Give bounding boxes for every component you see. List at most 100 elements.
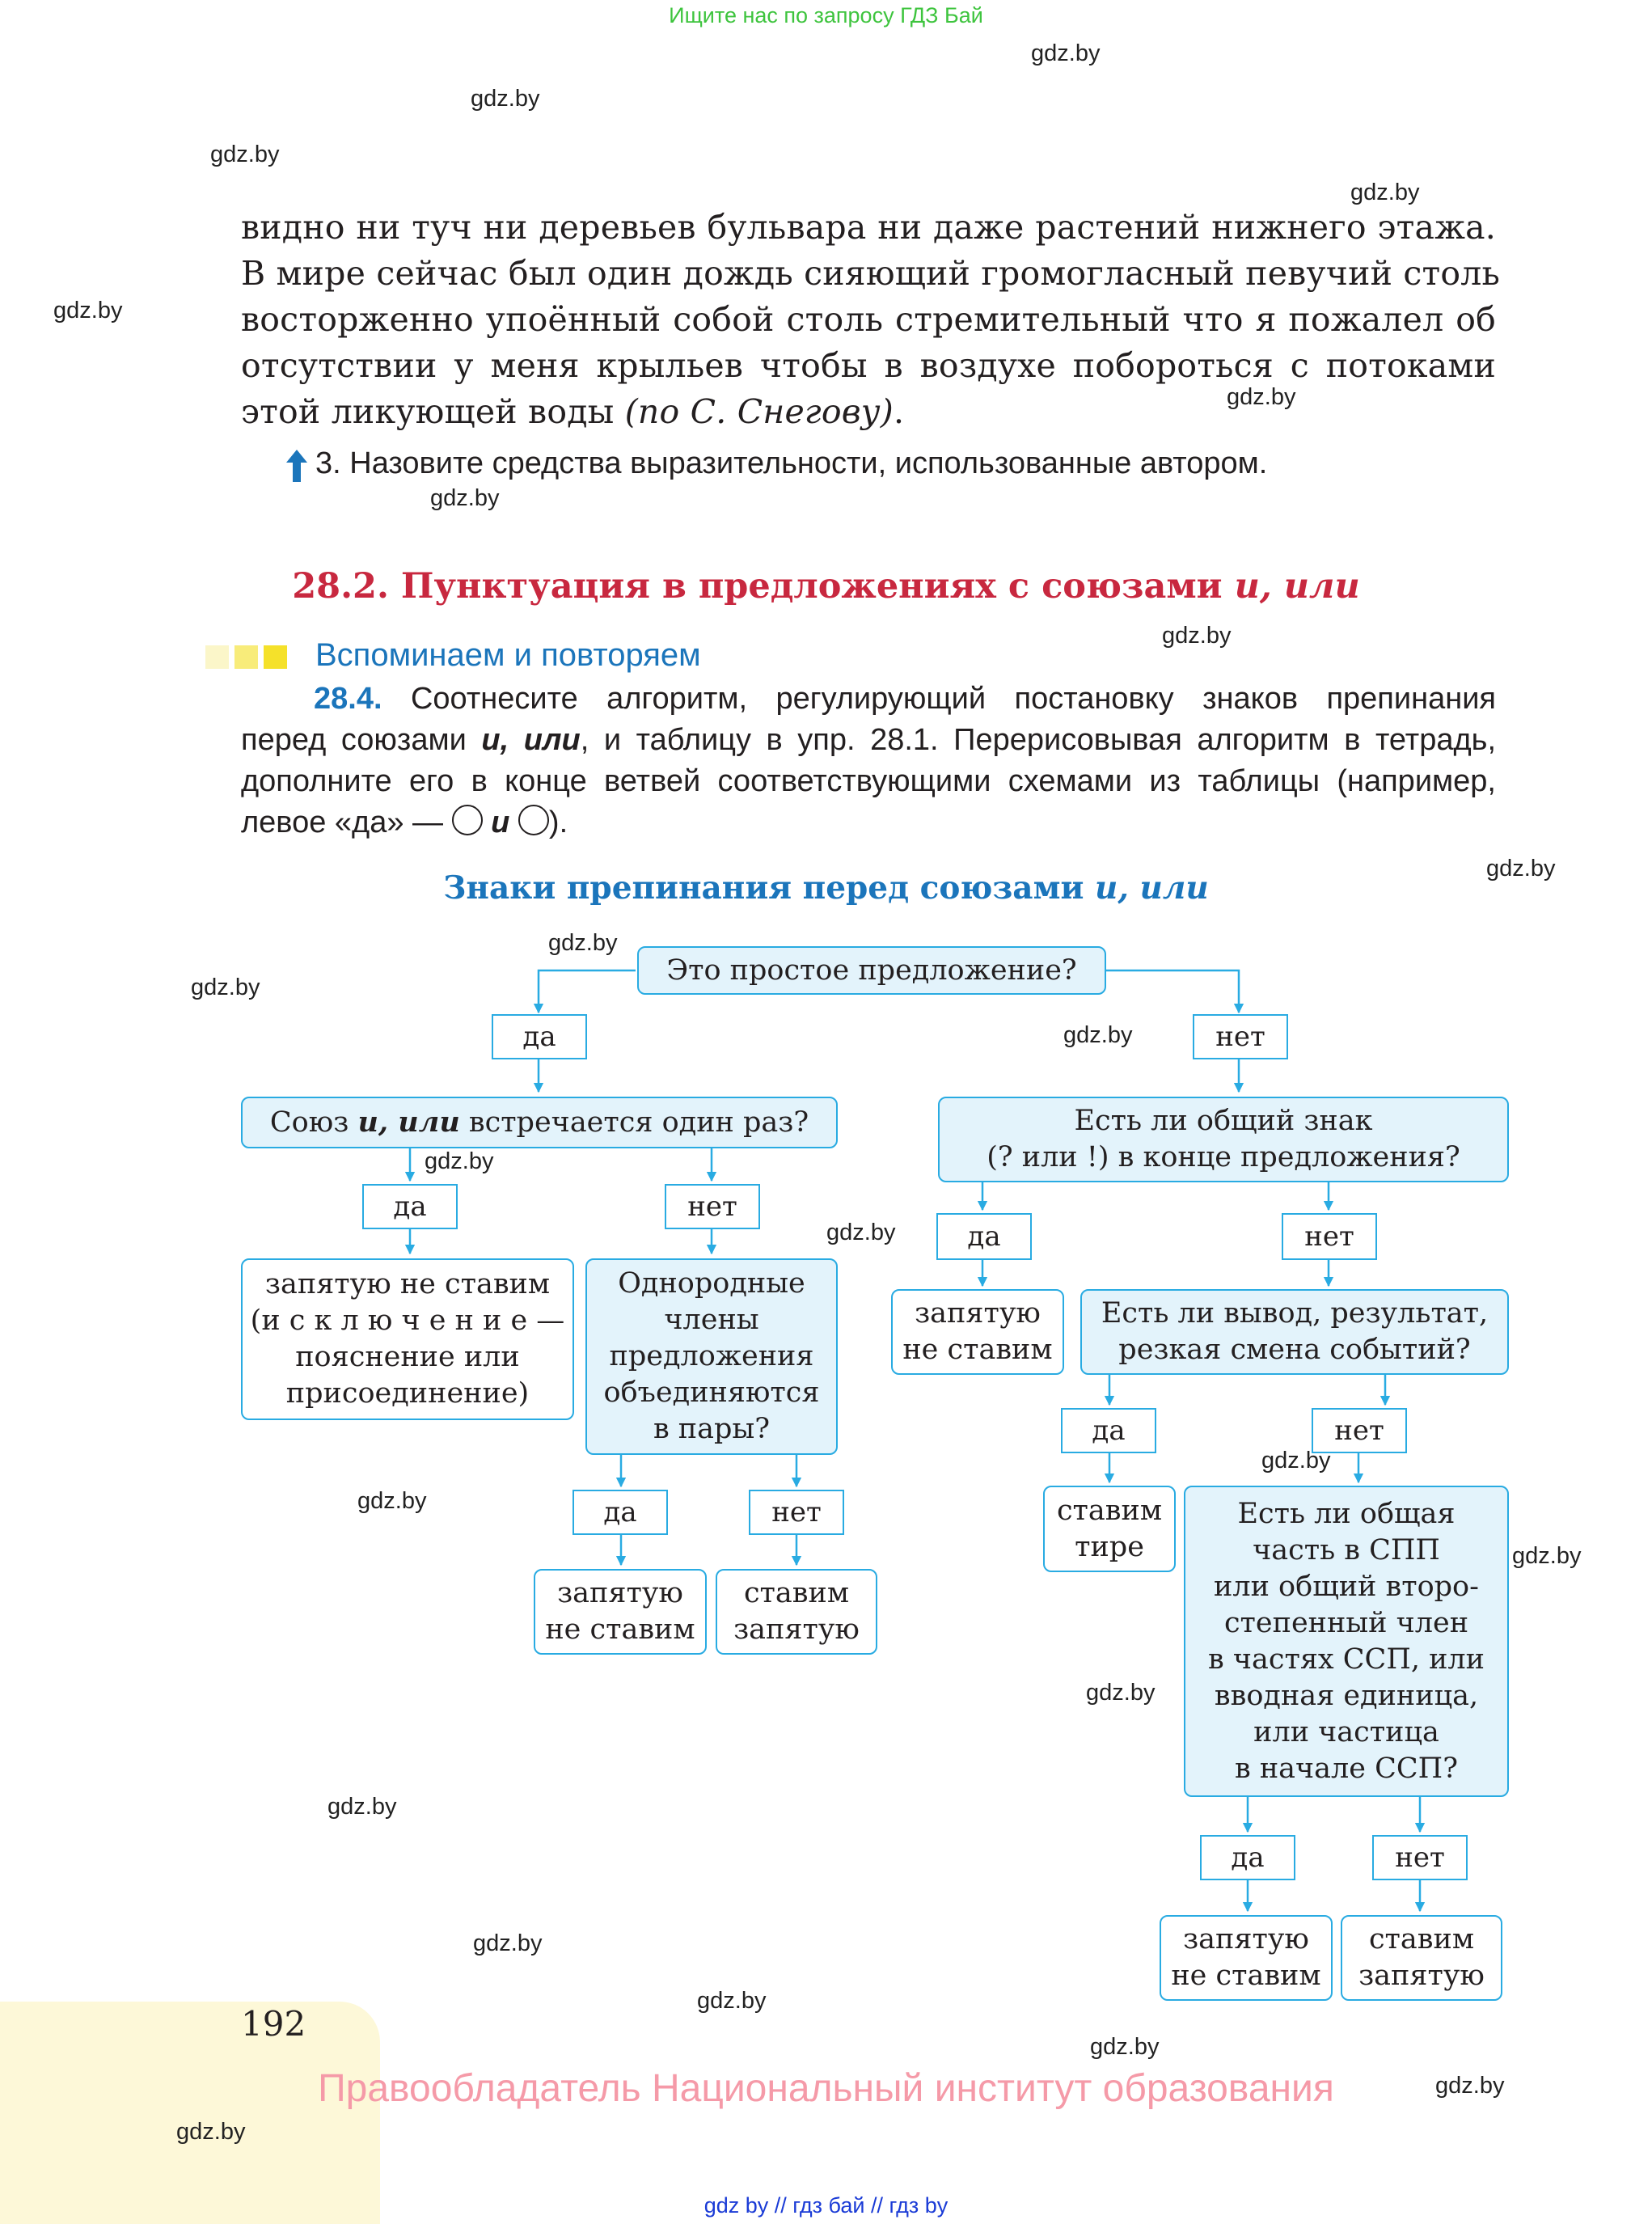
recall-squares-icon xyxy=(205,645,293,673)
no-label: нет xyxy=(1193,1014,1288,1059)
watermark: gdz.by xyxy=(1350,180,1420,205)
box-line: резкая смена событий? xyxy=(1118,1334,1471,1366)
box-line: или частица xyxy=(1253,1715,1439,1748)
conj-once-a: Союз xyxy=(269,1106,358,1139)
root-question-box: Это простое предложение? xyxy=(637,946,1106,995)
box-line: объединяются xyxy=(603,1376,820,1409)
text-source: (по С. Снегову) xyxy=(624,392,894,431)
box-line: предложения xyxy=(609,1340,814,1372)
watermark: gdz.by xyxy=(1031,40,1101,66)
watermark: gdz.by xyxy=(826,1220,896,1245)
recall-heading: Вспоминаем и повторяем xyxy=(315,637,701,673)
watermark: gdz.by xyxy=(430,485,500,511)
watermark: gdz.by xyxy=(53,298,123,323)
exercise-text: , и таблицу в упр. 28.1. Перерисовывая а… xyxy=(580,723,1497,757)
text-line: видно ни туч ни деревьев бульвара ни даж… xyxy=(241,208,1496,247)
text-end: . xyxy=(893,392,905,431)
up-arrow-icon xyxy=(286,450,307,482)
exercise-text: левое «да» — xyxy=(241,805,452,839)
box-line: тире xyxy=(1075,1530,1144,1563)
bottom-links[interactable]: gdz by // гдз бай // гдз by xyxy=(703,2193,949,2218)
box-line: (? или !) в конце предложения? xyxy=(987,1141,1460,1173)
yes-label: да xyxy=(572,1490,668,1535)
put-comma-box: ставим запятую xyxy=(1341,1915,1502,2001)
put-dash-box: ставим тире xyxy=(1043,1486,1176,1572)
watermark: gdz.by xyxy=(697,1988,767,2014)
exercise-line: левое «да» — и ). xyxy=(241,802,1496,844)
watermark: gdz.by xyxy=(425,1148,494,1174)
text-line-last: этой ликующей воды (по С. Снегову). xyxy=(241,389,1496,435)
box-line: Есть ли вывод, результат, xyxy=(1101,1297,1489,1330)
yes-label: да xyxy=(362,1184,458,1229)
diagram-title-text: Знаки препинания перед союзами xyxy=(443,869,1084,907)
yes-label: да xyxy=(492,1014,587,1059)
page-corner-decoration xyxy=(0,2002,380,2224)
watermark: gdz.by xyxy=(1512,1543,1582,1569)
conj-once-c: встречается один раз? xyxy=(459,1106,809,1139)
text-line: восторженно упоённый собой столь стремит… xyxy=(241,300,1496,339)
no-comma-box: запятую не ставим xyxy=(1160,1915,1333,2001)
circle-icon xyxy=(451,805,483,835)
text-paragraph: видно ни туч ни деревьев бульвара ни даж… xyxy=(241,205,1501,435)
exercise-number: 28.4. xyxy=(314,682,382,716)
watermark: gdz.by xyxy=(357,1488,427,1514)
yes-label: да xyxy=(1061,1408,1156,1453)
watermark: gdz.by xyxy=(1086,1680,1156,1706)
put-comma-box: ставим запятую xyxy=(716,1569,877,1655)
common-part-question-box: Есть ли общая часть в СПП или общий втор… xyxy=(1184,1486,1509,1797)
box-line: ставим xyxy=(743,1577,850,1609)
conj-once-b: и, или xyxy=(357,1106,460,1139)
exercise-line: перед союзами и, или, и таблицу в упр. 2… xyxy=(241,720,1496,761)
box-line: запятую xyxy=(1183,1923,1309,1956)
text-line: В мире сейчас был один дождь сияющий гро… xyxy=(241,254,1501,293)
watermark: gdz.by xyxy=(471,86,540,112)
box-line: пояснение или xyxy=(295,1341,520,1373)
box-line: запятую xyxy=(557,1577,683,1609)
section-title-italic: и, или xyxy=(1234,566,1360,607)
watermark: gdz.by xyxy=(473,1930,543,1956)
rights-holder: Правообладатель Национальный институт об… xyxy=(318,2067,1334,2110)
text-line: отсутствии у меня крыльев чтобы в воздух… xyxy=(241,346,1496,385)
watermark: gdz.by xyxy=(327,1794,397,1820)
box-line: в частях ССП, или xyxy=(1208,1643,1485,1676)
box-line: (и с к л ю ч е н и е — xyxy=(250,1304,565,1337)
watermark: gdz.by xyxy=(210,142,280,167)
exercise-text: ). xyxy=(548,805,568,839)
box-line: вводная единица, xyxy=(1214,1679,1479,1712)
conj-once-question-box: Союз и, или встречается один раз? xyxy=(241,1097,838,1148)
watermark: gdz.by xyxy=(1090,2034,1160,2060)
box-line: запятую xyxy=(1358,1960,1485,1992)
box-line: члены xyxy=(664,1304,759,1336)
no-comma-box: запятую не ставим xyxy=(534,1569,707,1655)
watermark: gdz.by xyxy=(1162,623,1232,649)
exercise-28-4: 28.4. Соотнесите алгоритм, регулирующий … xyxy=(241,679,1496,844)
box-line: или общий второ- xyxy=(1214,1570,1479,1603)
diagram-title: Знаки препинания перед союзами и, или xyxy=(0,869,1652,907)
no-label: нет xyxy=(1282,1213,1377,1260)
watermark: gdz.by xyxy=(548,930,618,956)
exercise-conj: и, или xyxy=(481,723,581,757)
no-comma-exception-box: запятую не ставим (и с к л ю ч е н и е —… xyxy=(241,1258,574,1420)
box-line: не ставим xyxy=(902,1334,1053,1366)
no-label: нет xyxy=(1372,1835,1468,1880)
pairs-question-box: Однородные члены предложения объединяютс… xyxy=(585,1258,838,1455)
no-label: нет xyxy=(1312,1408,1407,1453)
watermark: gdz.by xyxy=(1486,856,1556,882)
box-line: ставим xyxy=(1368,1923,1475,1956)
diagram-title-italic: и, или xyxy=(1094,869,1209,907)
exercise-line: дополните его в конце ветвей соответству… xyxy=(241,764,1496,798)
no-label: нет xyxy=(665,1184,760,1229)
common-sign-question-box: Есть ли общий знак (? или !) в конце пре… xyxy=(938,1097,1509,1182)
box-line: степенный член xyxy=(1223,1606,1469,1639)
yes-label: да xyxy=(936,1213,1032,1260)
box-line: в начале ССП? xyxy=(1235,1752,1458,1785)
box-line: Есть ли общий знак xyxy=(1074,1105,1373,1137)
box-line: в пары? xyxy=(653,1413,771,1445)
watermark: gdz.by xyxy=(1227,384,1296,410)
exercise-text: перед союзами xyxy=(241,723,482,757)
box-line: не ставим xyxy=(1171,1960,1321,1992)
box-line: запятую не ставим xyxy=(264,1268,551,1300)
box-line: Однородные xyxy=(618,1267,805,1300)
result-question-box: Есть ли вывод, результат, резкая смена с… xyxy=(1080,1289,1509,1375)
